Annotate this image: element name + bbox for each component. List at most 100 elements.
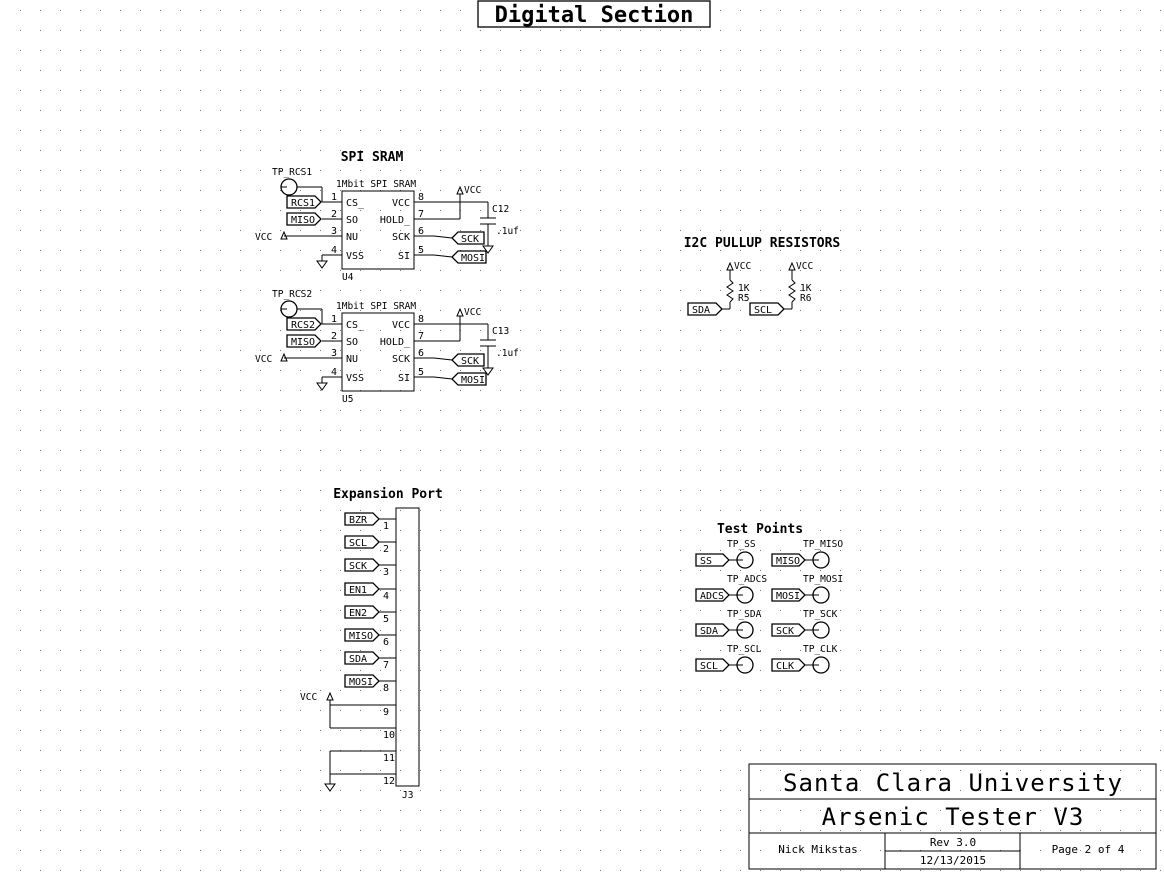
pin-name: SCK xyxy=(392,354,410,365)
vcc-symbol xyxy=(726,261,734,271)
expansion-heading: Expansion Port xyxy=(333,487,443,502)
net-label-en1-text: EN1 xyxy=(349,585,367,596)
pin-name: CS_ xyxy=(346,198,365,209)
vcc-symbol xyxy=(326,691,334,701)
titleblock-date: 12/13/2015 xyxy=(920,854,986,867)
cap-value: .1uf xyxy=(496,348,519,359)
net-label-sda-text: SDA xyxy=(692,305,710,316)
pin-name: SO xyxy=(346,215,358,226)
net-label-scl xyxy=(749,302,785,316)
resistor-icon xyxy=(788,279,796,303)
vcc-label: VCC xyxy=(796,261,813,272)
net-label-mosi-text: MOSI xyxy=(461,375,485,386)
test-point-name: TP_SCL xyxy=(727,644,762,655)
testpoints-heading: Test Points xyxy=(717,522,803,537)
net-label-sda xyxy=(687,302,723,316)
net-label-en1 xyxy=(344,582,380,596)
net-label-bzr-text: BZR xyxy=(349,515,368,526)
title-block: Santa Clara University Arsenic Tester V3… xyxy=(748,763,1157,870)
resistor-ref: R5 xyxy=(738,293,749,304)
pin-name: NU xyxy=(346,354,358,365)
test-point-name: TP_MOSI xyxy=(803,574,843,585)
pin-number: 4 xyxy=(383,591,389,602)
chip-part-name: 1Mbit SPI SRAM xyxy=(336,301,416,312)
pin-name: SI xyxy=(398,373,410,384)
pin-number: 5 xyxy=(418,367,424,378)
test-point-name: TP_CLK xyxy=(803,644,838,655)
pin-number: 2 xyxy=(331,209,337,220)
test-point-name: TP_ADCS xyxy=(727,574,767,585)
vcc-symbol xyxy=(456,307,464,317)
net-label-miso xyxy=(286,212,322,226)
net-label-cs xyxy=(286,317,322,331)
resistor-value: 1K xyxy=(738,283,750,294)
sheet-title-text: Digital Section xyxy=(495,3,694,28)
net-label-sck-text: SCK xyxy=(461,356,479,367)
net-label-scl-text: SCL xyxy=(349,538,367,549)
net-label-adcs-text: ADCS xyxy=(700,591,724,602)
vcc-symbol xyxy=(788,261,796,271)
net-label-scl-text: SCL xyxy=(754,305,772,316)
pin-name: VSS xyxy=(346,251,364,262)
pin-name: HOLD_ xyxy=(380,215,411,226)
net-label-bzr xyxy=(344,512,380,526)
pin-name: VCC xyxy=(392,320,410,331)
vcc-label: VCC xyxy=(734,261,751,272)
i2c-heading: I2C PULLUP RESISTORS xyxy=(684,236,841,251)
chip-part-name: 1Mbit SPI SRAM xyxy=(336,179,416,190)
sram-chip-u4: 1Mbit SPI SRAMU4CS_1SO2NU3VSS4VCC8HOLD_7… xyxy=(255,167,519,283)
test-point-scl: SCL TP_SCL xyxy=(695,644,762,674)
titleblock-rev: Rev 3.0 xyxy=(930,836,976,849)
pin-number: 2 xyxy=(331,331,337,342)
net-label-en2 xyxy=(344,605,380,619)
net-label-miso-text: MISO xyxy=(291,215,315,226)
test-point-name: TP_SCK xyxy=(803,609,838,620)
vcc-label: VCC xyxy=(255,232,272,243)
net-label-miso xyxy=(344,628,380,642)
pin-number: 4 xyxy=(331,245,337,256)
sram-heading: SPI SRAM xyxy=(341,150,404,165)
vcc-symbol xyxy=(456,185,464,195)
wire xyxy=(433,357,453,361)
vcc-label: VCC xyxy=(464,307,481,318)
pin-number: 8 xyxy=(418,192,424,203)
wire xyxy=(433,254,453,258)
net-label-miso xyxy=(286,334,322,348)
pin-number: 7 xyxy=(383,660,389,671)
pin-name: SI xyxy=(398,251,410,262)
net-label-miso-text: MISO xyxy=(349,631,373,642)
chip-ref: U4 xyxy=(342,272,354,283)
net-label-adcs xyxy=(695,588,730,602)
titleblock-page: Page 2 of 4 xyxy=(1052,843,1125,856)
test-point-name: TP_MISO xyxy=(803,539,843,550)
pin-number: 6 xyxy=(383,637,389,648)
ground-symbol xyxy=(482,245,494,254)
pin-number: 3 xyxy=(383,567,389,578)
net-label-cs-text: RCS2 xyxy=(291,320,315,331)
pin-name: VSS xyxy=(346,373,364,384)
connector-body xyxy=(395,507,420,787)
pin-name: NU xyxy=(346,232,358,243)
cap-ref: C13 xyxy=(492,326,509,337)
pin-number: 4 xyxy=(331,367,337,378)
pin-number: 1 xyxy=(331,192,337,203)
sheet-title: Digital Section xyxy=(477,0,711,28)
pin-number: 12 xyxy=(383,776,395,787)
net-label-mosi xyxy=(451,372,487,386)
net-label-scl xyxy=(695,658,730,672)
net-label-scl-text: SCL xyxy=(700,661,718,672)
net-label-miso xyxy=(771,553,806,567)
net-label-sck-text: SCK xyxy=(349,561,367,572)
vcc-label: VCC xyxy=(464,185,481,196)
net-label-clk xyxy=(771,658,806,672)
net-label-mosi xyxy=(451,250,487,264)
net-label-mosi-text: MOSI xyxy=(349,677,373,688)
pin-number: 6 xyxy=(418,226,424,237)
